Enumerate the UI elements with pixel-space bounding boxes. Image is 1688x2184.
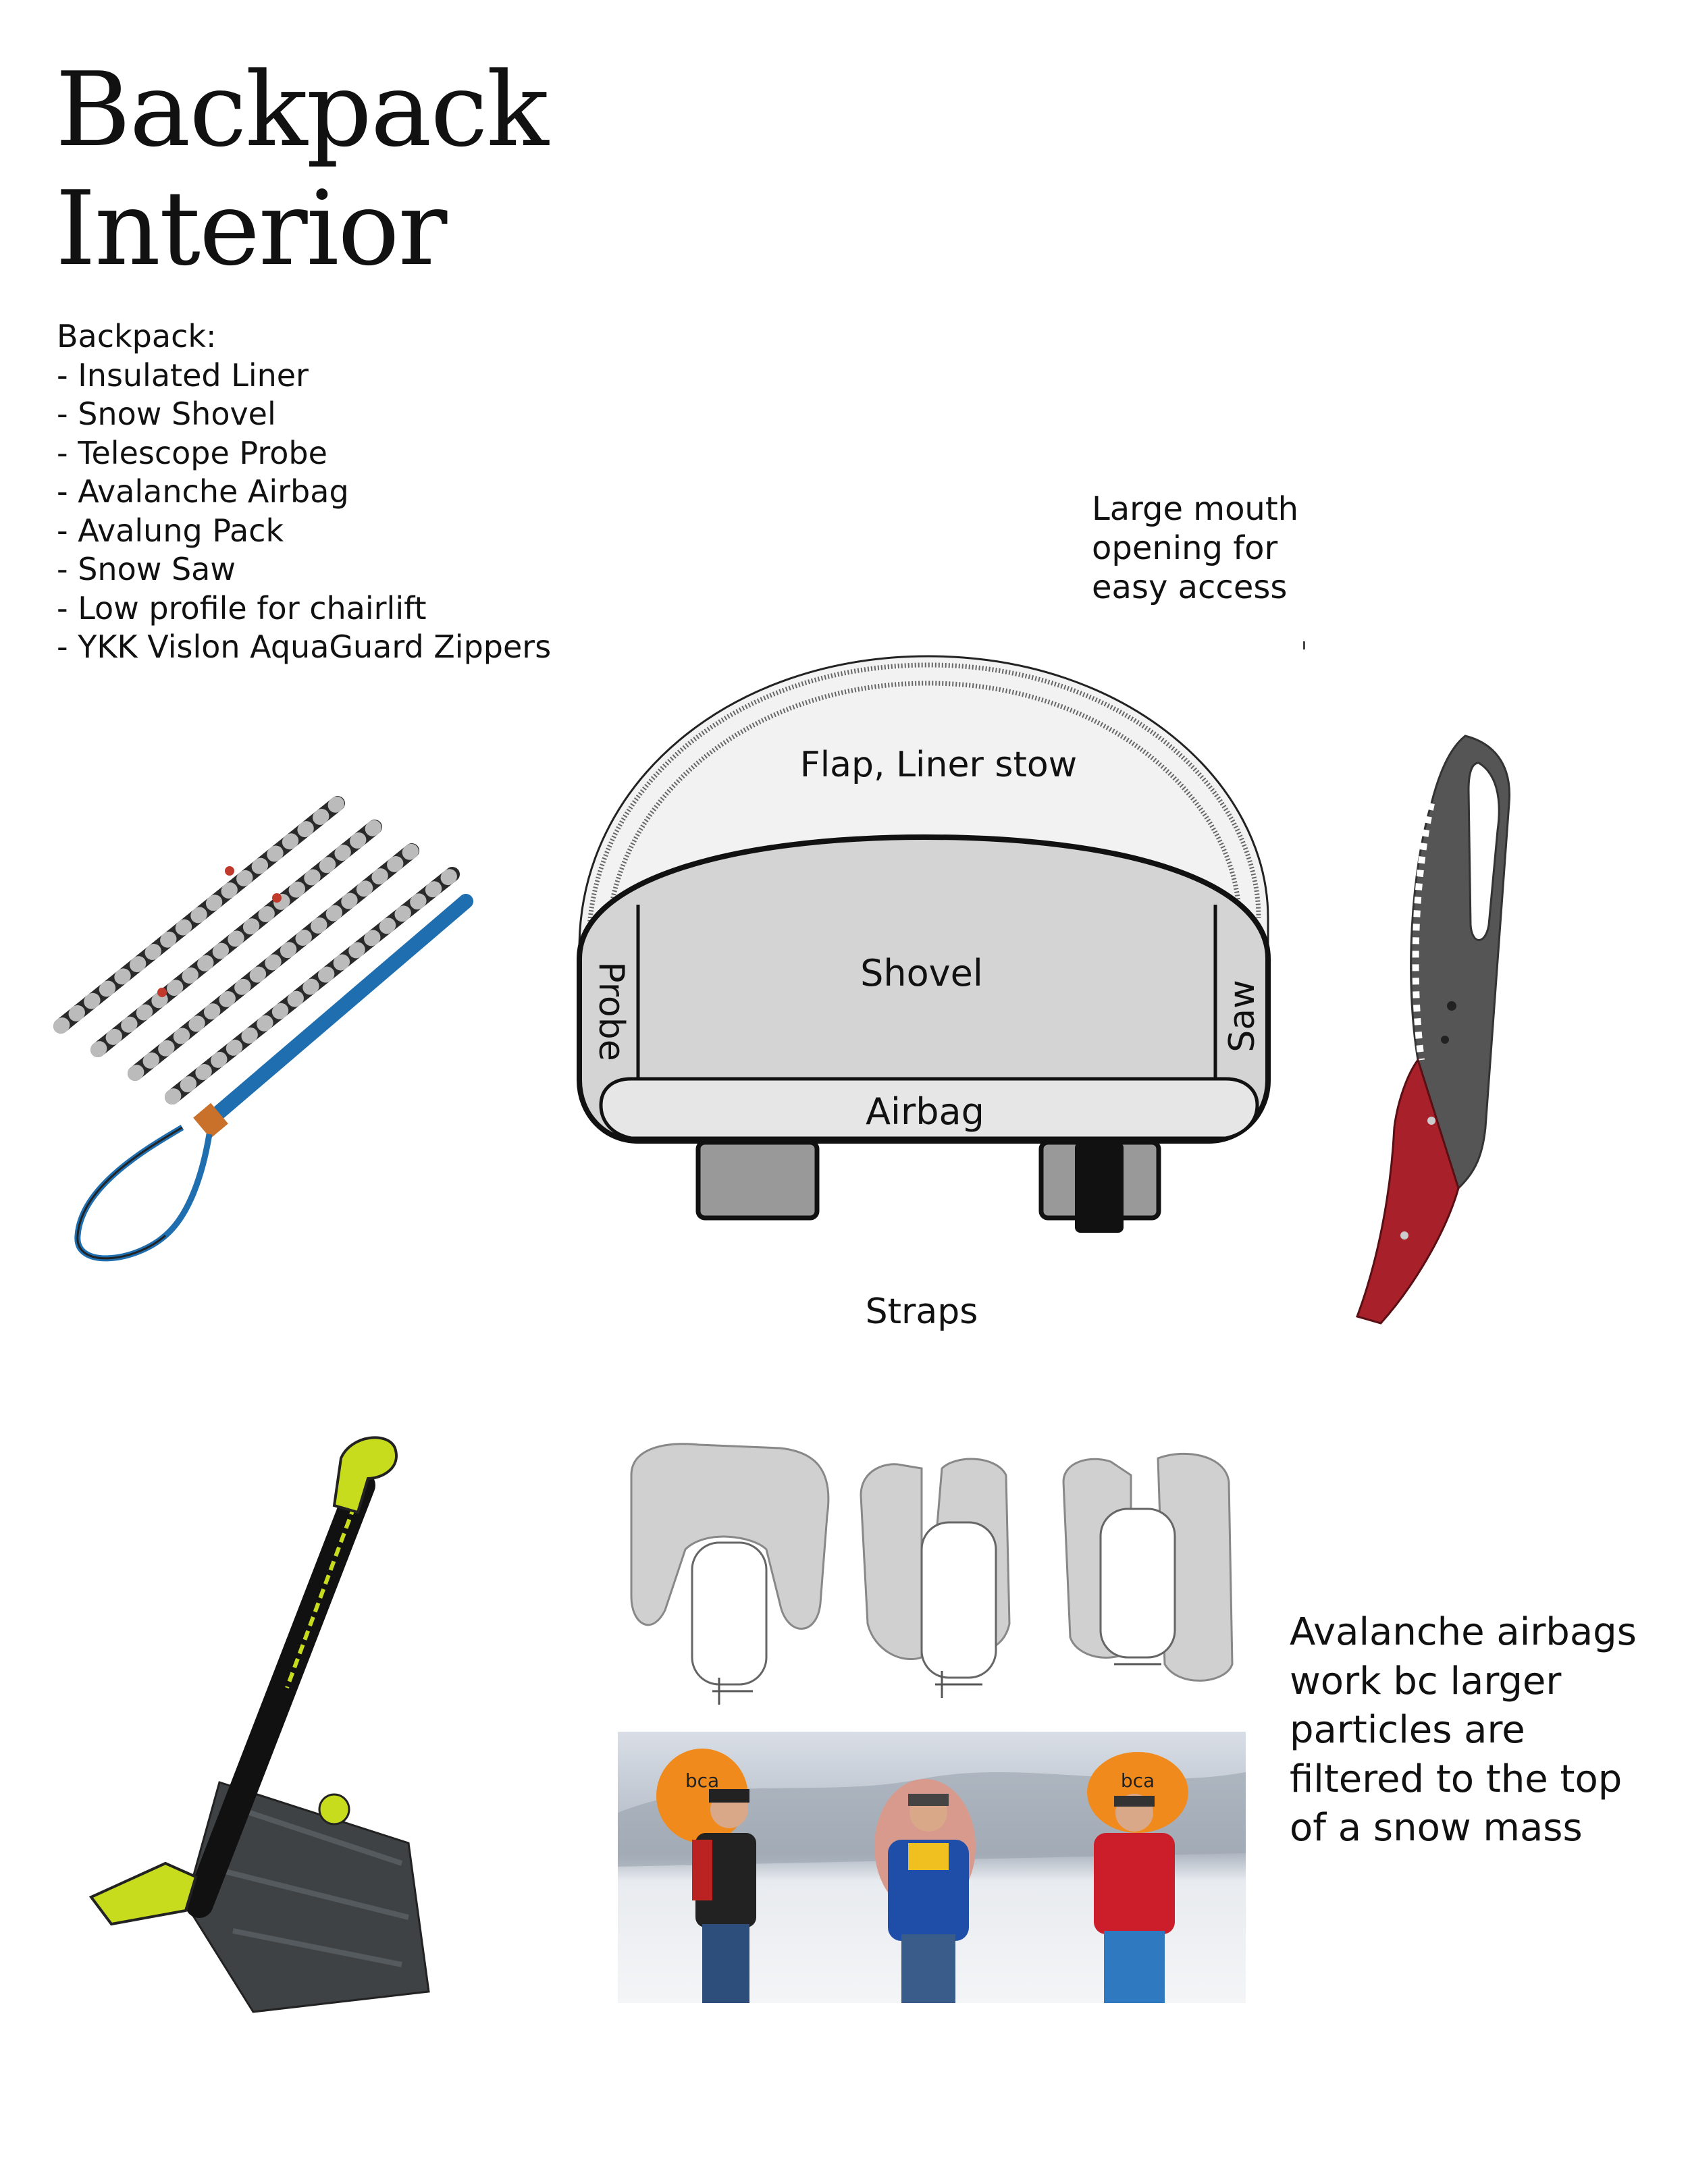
airbag-label: Airbag xyxy=(866,1090,984,1133)
page-title: Backpack Interior xyxy=(55,50,549,288)
airbag-note-line: filtered to the top xyxy=(1290,1757,1623,1801)
airbag-note-line: of a snow mass xyxy=(1290,1806,1583,1850)
shovel-photo xyxy=(88,1436,430,2013)
feature-list-item: - Avalung Pack xyxy=(57,512,284,549)
airbag-photo-scene: bca bca xyxy=(618,1732,1246,2003)
probe-photo xyxy=(53,796,473,1262)
backpack-interior-diagram: Flap, Liner stow Shovel Probe Saw Airbag… xyxy=(577,655,1271,1332)
feature-list-heading: Backpack: xyxy=(57,318,217,354)
airbag-note-line: particles are xyxy=(1290,1708,1525,1752)
airbag-compartment xyxy=(599,1077,1259,1140)
feature-list-item: - Low profile for chairlift xyxy=(57,589,427,627)
feature-list-item: - Snow Saw xyxy=(57,551,236,587)
mouth-note-line: Large mouth xyxy=(1092,490,1299,528)
page-title-line-1: Backpack xyxy=(55,50,549,169)
page-title-line-2: Interior xyxy=(55,169,447,288)
flap-zipper xyxy=(586,662,1261,946)
airbag-deployment-sketch xyxy=(630,1443,1234,1705)
airbag-logo: bca xyxy=(685,1769,719,1792)
straps-label: Straps xyxy=(866,1291,978,1332)
mouth-note-line: opening for xyxy=(1092,529,1278,567)
airbag-logo: bca xyxy=(1121,1769,1155,1792)
airbag-note-line: Avalanche airbags xyxy=(1290,1610,1637,1654)
feature-list-item: - Snow Shovel xyxy=(57,396,276,432)
pack-body xyxy=(577,834,1271,1144)
mouth-opening-note: Large mouth opening for easy access xyxy=(1092,489,1375,607)
feature-list-item: - Avalanche Airbag xyxy=(57,473,349,510)
left-strap xyxy=(695,1140,820,1221)
feature-list: Backpack: - Insulated Liner - Snow Shove… xyxy=(57,317,551,667)
airbag-note-line: work bc larger xyxy=(1290,1659,1562,1703)
feature-list-item: - Telescope Probe xyxy=(57,434,327,471)
saw-photo xyxy=(1356,735,1511,1325)
airbag-field-photo: bca bca xyxy=(618,1732,1246,2003)
flap-zipper-inner xyxy=(605,681,1242,946)
probe-label: Probe xyxy=(591,961,631,1061)
feature-list-item: - Insulated Liner xyxy=(57,356,309,394)
shovel-label: Shovel xyxy=(860,952,983,994)
flap-label: Flap, Liner stow xyxy=(800,745,1077,785)
saw-label: Saw xyxy=(1222,980,1263,1052)
feature-list-item: - YKK Vislon AquaGuard Zippers xyxy=(57,629,552,665)
mouth-note-line: easy access xyxy=(1092,568,1288,606)
strap-buckle xyxy=(1075,1142,1124,1233)
airbag-explanation-note: Avalanche airbags work bc larger particl… xyxy=(1290,1608,1668,1853)
tick-mark xyxy=(1303,641,1305,649)
